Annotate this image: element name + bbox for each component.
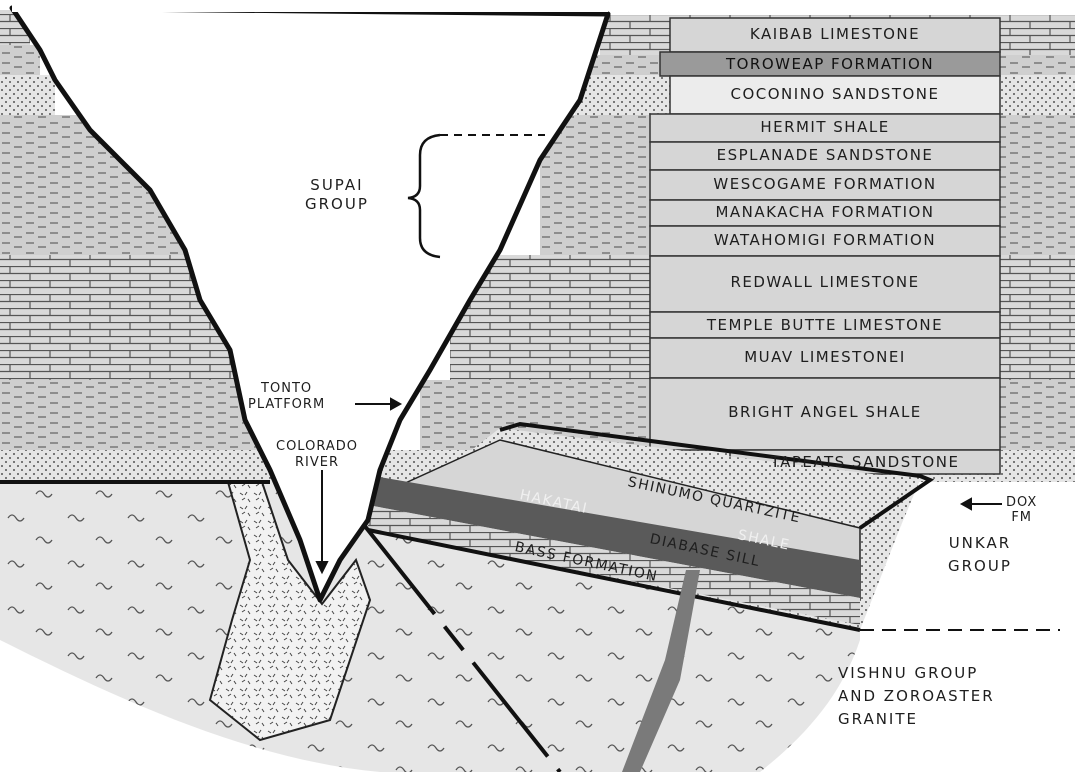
tonto-platform-label: TONTO PLATFORM — [248, 382, 325, 411]
tapeats-label: TAPEATS SANDSTONE — [771, 455, 960, 470]
unkar-line-1: UNKAR — [948, 536, 1012, 551]
kaibab-label: KAIBAB LIMESTONE — [750, 27, 920, 42]
temple-butte-label: TEMPLE BUTTE LIMESTONE — [707, 318, 943, 333]
vishnu-line-1: VISHNU GROUP — [838, 666, 995, 681]
vishnu-line-2: AND ZOROASTER — [838, 689, 995, 704]
dox-line-1: DOX — [1006, 496, 1037, 509]
tonto-line-2: PLATFORM — [248, 398, 325, 411]
supai-line-2: GROUP — [305, 197, 369, 212]
watahomigi-label: WATAHOMIGI FORMATION — [714, 233, 936, 248]
manakacha-label: MANAKACHA FORMATION — [715, 205, 934, 220]
wescogame-label: WESCOGAME FORMATION — [713, 177, 936, 192]
dox-fm-label: DOX FM — [1006, 496, 1037, 524]
colorado-river-label: COLORADO RIVER — [276, 440, 358, 469]
hermit-label: HERMIT SHALE — [760, 120, 889, 135]
bright-angel-label: BRIGHT ANGEL SHALE — [728, 405, 922, 420]
toroweap-label: TOROWEAP FORMATION — [726, 57, 934, 72]
coconino-label: COCONINO SANDSTONE — [730, 87, 939, 102]
muav-label: MUAV LIMESTONEI — [744, 350, 906, 365]
supai-group-label: SUPAI GROUP — [305, 178, 369, 212]
redwall-label: REDWALL LIMESTONE — [730, 275, 919, 290]
esplanade-label: ESPLANADE SANDSTONE — [717, 148, 934, 163]
tonto-line-1: TONTO — [248, 382, 325, 395]
colorado-line-2: RIVER — [276, 456, 358, 469]
supai-line-1: SUPAI — [305, 178, 369, 193]
unkar-line-2: GROUP — [948, 559, 1012, 574]
colorado-line-1: COLORADO — [276, 440, 358, 453]
vishnu-line-3: GRANITE — [838, 712, 995, 727]
unkar-group-label: UNKAR GROUP — [948, 536, 1012, 574]
vishnu-group-label: VISHNU GROUP AND ZOROASTER GRANITE — [838, 666, 995, 727]
dox-line-2: FM — [1006, 511, 1037, 524]
